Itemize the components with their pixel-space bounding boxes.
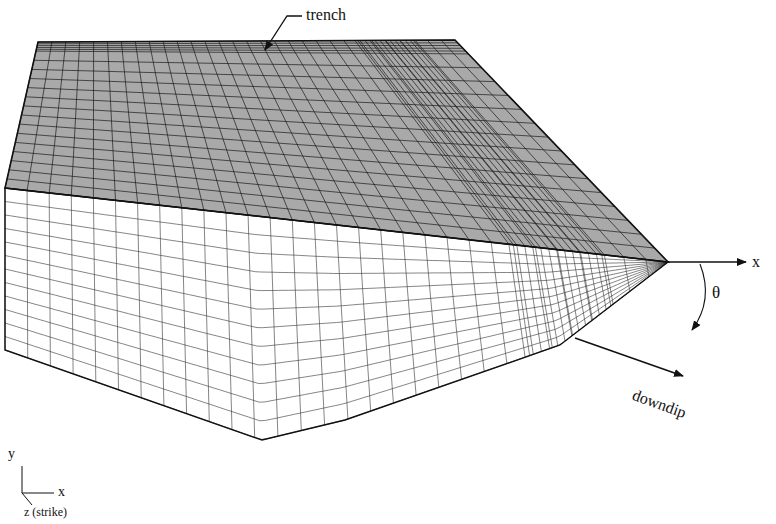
mesh-line bbox=[5, 262, 668, 365]
axis-label: x bbox=[752, 253, 760, 271]
mesh-line bbox=[30, 79, 509, 96]
triad-z bbox=[22, 493, 32, 505]
top-outline bbox=[5, 40, 668, 262]
mesh-line bbox=[5, 262, 668, 421]
mesh-line bbox=[9, 170, 641, 235]
mesh-line bbox=[5, 242, 668, 291]
front-outline bbox=[5, 188, 668, 440]
mesh-line bbox=[37, 47, 463, 49]
mesh-line bbox=[26, 97, 535, 124]
mesh-line bbox=[5, 262, 668, 384]
mesh-line bbox=[36, 49, 465, 51]
trench-leader bbox=[265, 16, 302, 50]
mesh-line bbox=[37, 45, 460, 46]
triad-y bbox=[22, 466, 23, 493]
mesh-line bbox=[34, 60, 482, 68]
x-axis-arrow bbox=[668, 261, 746, 262]
callout-label: trench bbox=[306, 6, 346, 24]
mesh-line bbox=[5, 262, 668, 439]
mesh-line bbox=[32, 69, 495, 81]
mesh-line bbox=[5, 202, 668, 263]
mesh-line bbox=[36, 51, 468, 54]
theta-arc bbox=[692, 264, 705, 330]
axis-label: z (strike) bbox=[24, 506, 67, 519]
mesh-line bbox=[15, 142, 601, 192]
mesh-line bbox=[7, 179, 655, 248]
direction-label: downdip bbox=[630, 386, 689, 422]
mesh-line bbox=[11, 161, 628, 221]
mesh-line bbox=[19, 124, 574, 165]
angle-label: θ bbox=[712, 284, 720, 303]
mesh-line bbox=[5, 262, 668, 328]
mesh-line bbox=[38, 43, 458, 44]
mesh-line bbox=[17, 133, 588, 179]
mesh-lines bbox=[5, 40, 668, 439]
mesh-line bbox=[5, 262, 668, 346]
downdip-arrow bbox=[575, 338, 683, 376]
axis-label: y bbox=[8, 446, 15, 461]
mesh-line bbox=[22, 115, 562, 151]
mesh-line bbox=[5, 256, 668, 310]
triad-x bbox=[22, 493, 54, 494]
mesh-line bbox=[28, 88, 522, 110]
axis-label: x bbox=[58, 484, 65, 499]
mesh-line bbox=[5, 262, 668, 402]
mesh-line bbox=[5, 215, 668, 264]
